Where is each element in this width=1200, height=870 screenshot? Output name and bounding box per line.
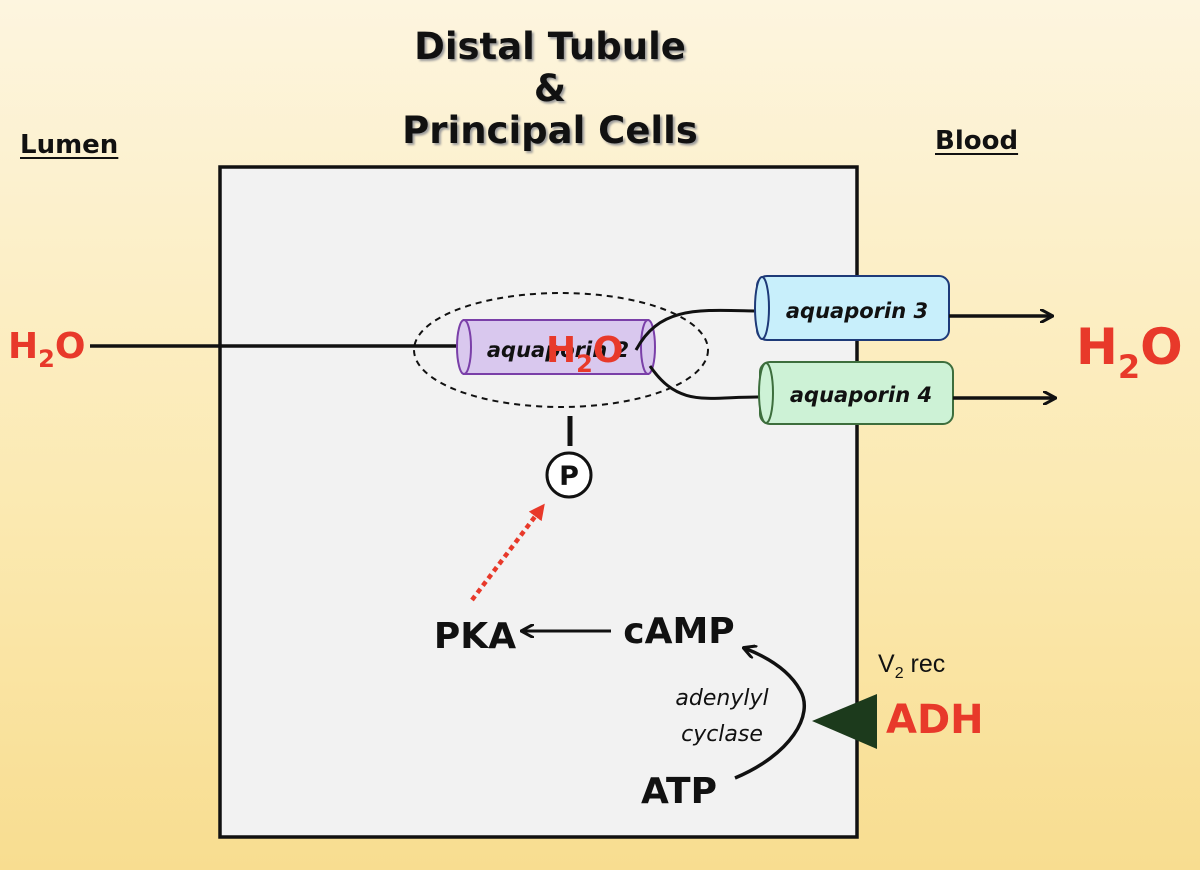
adh-label: ADH — [886, 697, 984, 743]
enzyme-label-line-1: adenylyl — [675, 686, 768, 711]
pka-phosphorylation-arrow — [470, 503, 545, 602]
v2-receptor-icon — [812, 694, 877, 749]
enzyme-label-line-2: cyclase — [681, 722, 763, 747]
atp-label: ATP — [641, 771, 717, 812]
aquaporin-4-label: aquaporin 4 — [790, 383, 932, 407]
connector-to-aqp4 — [648, 365, 763, 400]
aquaporin-4-channel: aquaporin 4 — [758, 361, 954, 425]
blood-label: Blood — [935, 126, 1019, 156]
title-line-2: & — [533, 67, 567, 110]
connector-to-aqp3 — [634, 308, 759, 351]
lumen-water-label: H2O — [8, 326, 85, 373]
aquaporin-3-channel: aquaporin 3 — [754, 275, 950, 341]
aquaporin-3-label: aquaporin 3 — [786, 299, 928, 323]
title-line-3: Principal Cells — [402, 109, 698, 152]
aqp2-vesicle-outline — [413, 292, 709, 408]
aquaporin-2-channel: aquaporin 2 — [456, 319, 656, 375]
water-in-aqp2: H2O — [546, 330, 623, 378]
phosphate-label: P — [559, 461, 579, 492]
v2-receptor-label: V2 rec — [878, 650, 945, 682]
title-line-1: Distal Tubule — [414, 25, 686, 68]
pka-label: PKA — [434, 616, 516, 657]
camp-label: cAMP — [623, 611, 734, 652]
atp-to-camp-arrow — [734, 648, 806, 780]
aquaporin-2-label: aquaporin 2 — [487, 338, 629, 362]
lumen-label: Lumen — [20, 130, 119, 160]
principal-cell — [218, 165, 859, 839]
phosphate-circle — [545, 451, 593, 499]
blood-water-label: H2O — [1076, 318, 1183, 386]
